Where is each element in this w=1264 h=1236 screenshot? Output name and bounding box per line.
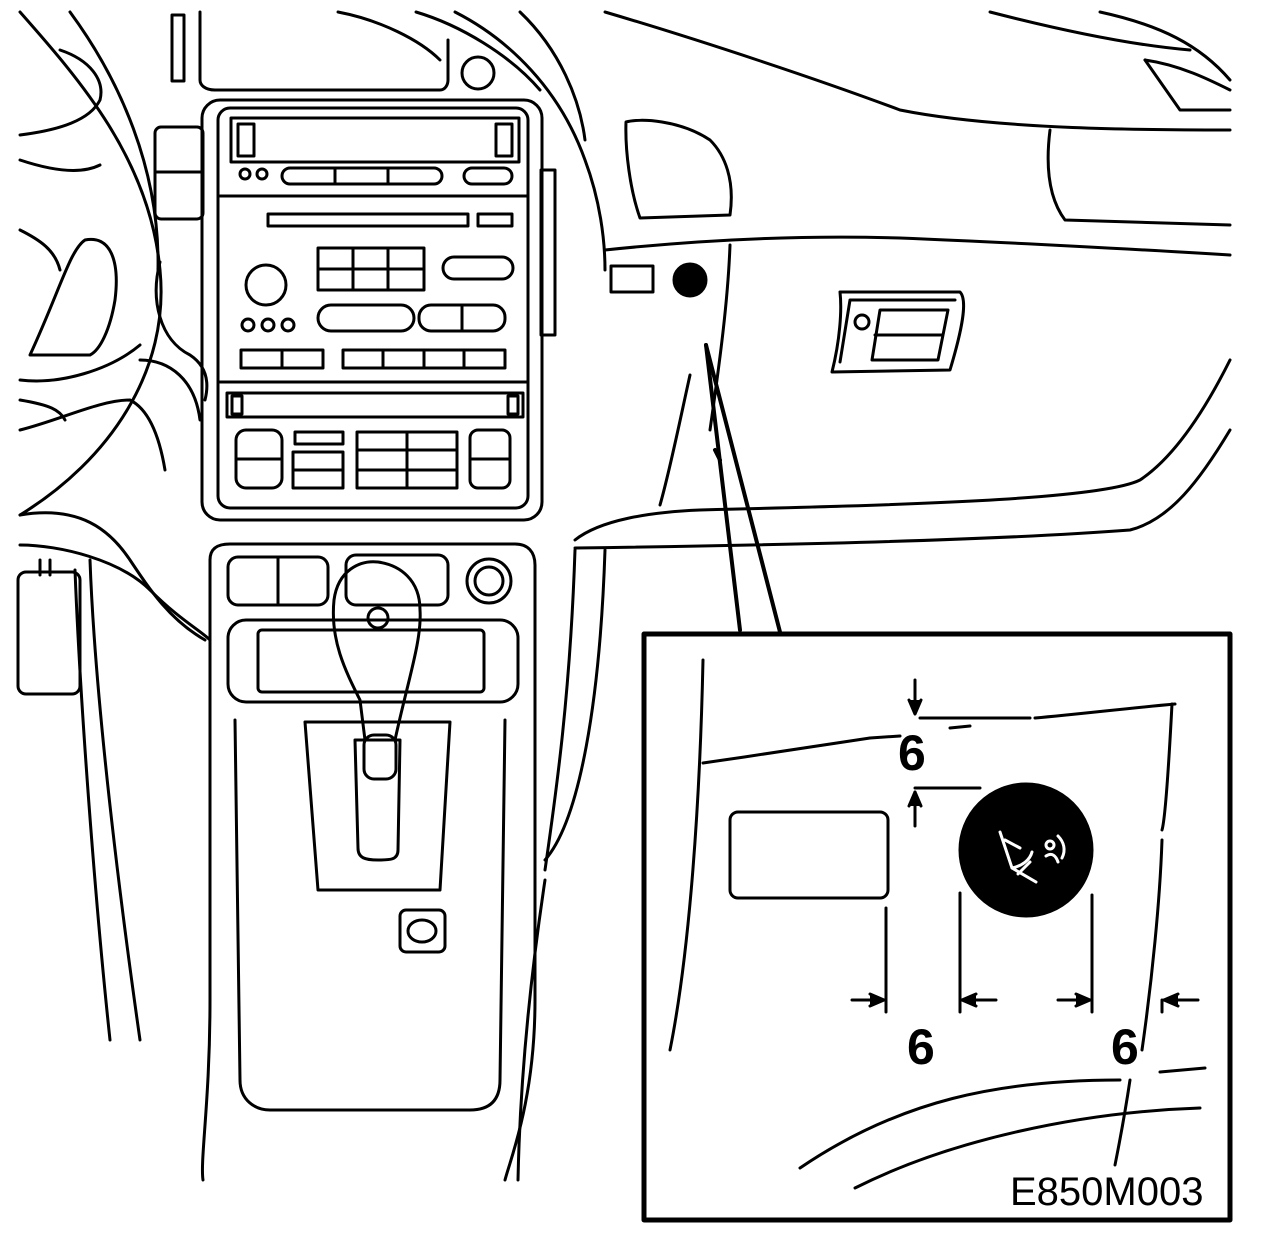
- airbag-child-seat-icon: [958, 782, 1094, 918]
- indicator-lamp-small: [672, 262, 708, 298]
- detail-inset-frame: [641, 631, 1233, 1223]
- top-gap-label: 6: [898, 725, 926, 781]
- left-switch-panel: [16, 13, 205, 696]
- right-gap-label: 6: [1111, 1019, 1139, 1075]
- figure-reference-code: E850M003: [1010, 1170, 1203, 1214]
- dashboard-outline: [18, 10, 1232, 1182]
- center-console: [138, 55, 557, 522]
- gear-console: [200, 542, 537, 1182]
- passenger-dash: [609, 118, 966, 374]
- callout-leader: [704, 343, 782, 634]
- left-gap-label: 6: [907, 1019, 935, 1075]
- steering-wheel: [18, 10, 167, 517]
- dimension-lines: [850, 678, 1200, 1167]
